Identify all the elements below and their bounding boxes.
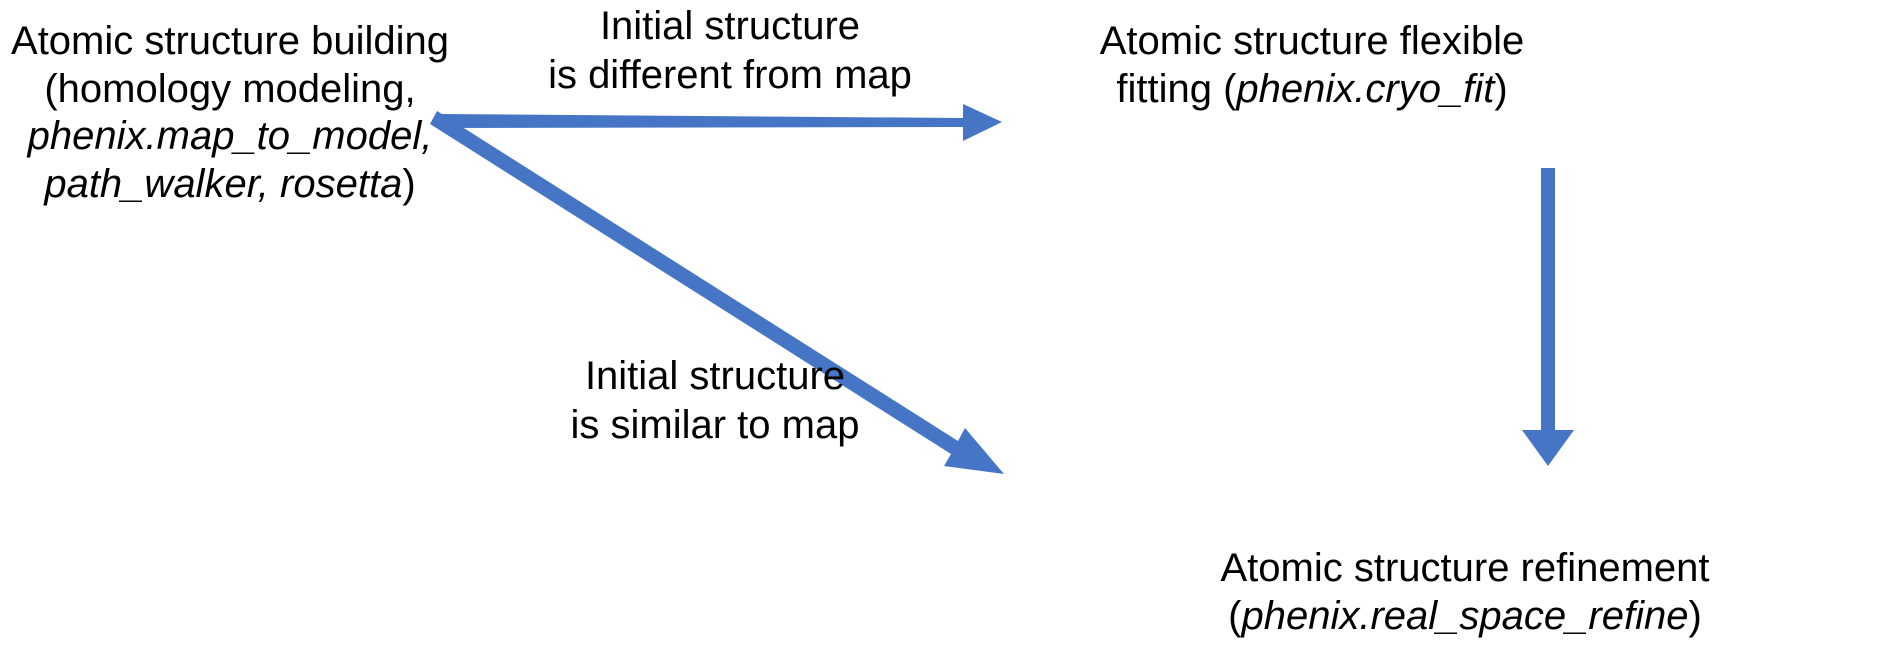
- arrow-flexible-fitting-to-refinement: [1522, 168, 1574, 466]
- node-build-line-4-italic: path_walker, rosetta: [44, 161, 403, 206]
- edge-label-different-line-1: Initial structure: [599, 4, 861, 48]
- node-refine-suffix: ): [1688, 593, 1702, 638]
- node-atomic-structure-flexible-fitting: Atomic structure flexible fitting (pheni…: [1072, 18, 1552, 113]
- node-build-line-3: phenix.map_to_model,: [27, 114, 433, 159]
- node-build-line-4: path_walker, rosetta): [0, 161, 460, 209]
- edge-label-similar-line-2: is similar to map: [570, 402, 860, 447]
- edge-label-different-line-2: is different from map: [548, 52, 912, 97]
- node-flexfit-line-1: Atomic structure flexible: [1099, 19, 1525, 63]
- node-atomic-structure-refinement: Atomic structure refinement (phenix.real…: [1046, 545, 1884, 640]
- node-refine-program: phenix.real_space_refine: [1241, 593, 1689, 638]
- node-refine-line-1: Atomic structure refinement: [1220, 546, 1710, 590]
- node-flexfit-program: phenix.cryo_fit: [1236, 66, 1495, 111]
- node-refine-prefix: (: [1228, 593, 1242, 638]
- node-atomic-structure-building: Atomic structure building (homology mode…: [0, 18, 460, 208]
- node-flexfit-line-2: fitting (phenix.cryo_fit): [1072, 66, 1552, 114]
- node-build-line-1: Atomic structure building: [11, 19, 449, 63]
- node-flexfit-prefix: fitting (: [1116, 66, 1237, 111]
- edge-label-different: Initial structure is different from map: [520, 2, 940, 100]
- node-build-line-2: (homology modeling,: [44, 66, 416, 111]
- node-flexfit-suffix: ): [1494, 66, 1508, 111]
- arrow-build-to-flexible-fitting: [440, 104, 1002, 141]
- edge-label-similar-line-1: Initial structure: [584, 354, 846, 398]
- edge-label-similar: Initial structure is similar to map: [520, 352, 910, 450]
- node-refine-line-2: (phenix.real_space_refine): [1046, 593, 1884, 641]
- node-build-line-4-paren: ): [402, 161, 416, 206]
